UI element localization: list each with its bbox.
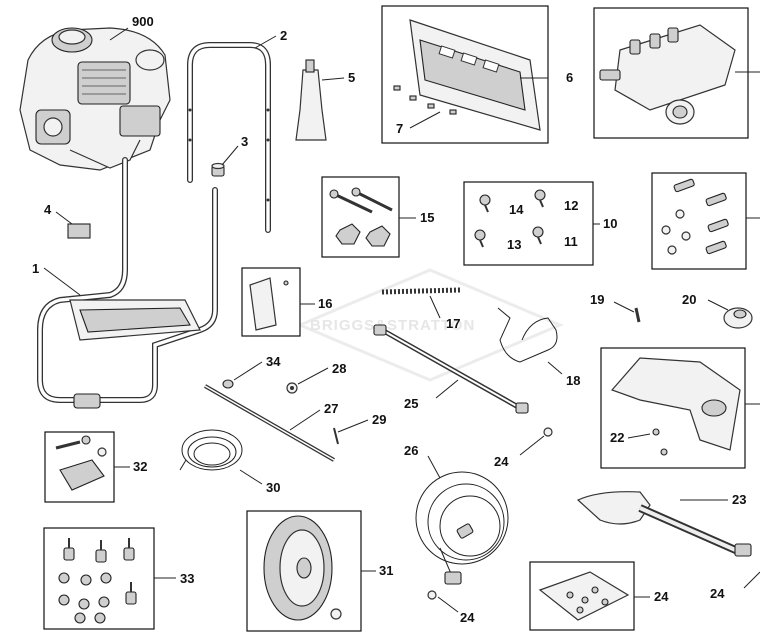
callout-15: 15 [420,210,434,225]
spray-gun-23 [576,491,752,557]
callout-13: 13 [507,237,521,252]
callout-19: 19 [590,292,604,307]
callout-29: 29 [372,412,386,427]
callout-900: 900 [132,14,154,29]
callout-20: 20 [682,292,696,307]
foot-32 [55,435,107,491]
box-15 [321,176,400,258]
callout-17: 17 [446,316,460,331]
nozzle-tips-24 [538,571,630,621]
watermark-logo: BRIGGS&STRATTON [296,268,564,382]
o-ring-24-wand [543,427,553,437]
callout-11: 11 [564,234,578,249]
callout-24-gun: 24 [710,586,725,601]
fasteners-kit [661,178,729,255]
pin-19 [634,307,641,323]
callout-1: 1 [32,261,39,276]
box-fasteners [651,172,747,270]
callout-27: 27 [324,401,338,416]
washer-28 [286,382,298,394]
frame-1 [37,157,218,409]
pump-assembly [599,24,736,125]
callout-26: 26 [404,443,418,458]
callout-7: 7 [396,121,403,136]
callout-2: 2 [280,28,287,43]
engine-900 [19,27,171,171]
watermark-text: BRIGGS&STRATTON [310,317,475,334]
wheel-31 [263,515,342,621]
bracket-22 [610,357,741,456]
callout-18: 18 [566,373,580,388]
callout-10: 10 [603,216,617,231]
callout-3: 3 [241,134,248,149]
callout-34: 34 [266,354,281,369]
hose-holder-18 [497,307,558,363]
cover-plate-16 [249,277,289,331]
callout-31: 31 [379,563,393,578]
callout-32: 32 [133,459,147,474]
callout-4: 4 [44,202,52,217]
callout-14: 14 [509,202,524,217]
handle-2 [187,42,271,233]
callout-16: 16 [318,296,332,311]
callout-24-hose: 24 [460,610,475,625]
callout-25: 25 [404,396,418,411]
decal-4 [67,223,91,239]
o-ring-24-hose [427,590,437,600]
box-10 [463,181,594,266]
callout-23: 23 [732,492,746,507]
cotter-pin-29 [333,427,339,445]
plug-3 [211,162,225,177]
screws-10 [474,189,546,248]
wand-25 [373,324,529,414]
grommet-34 [222,379,234,389]
callout-6: 6 [566,70,573,85]
siphon-hose-30 [179,429,243,471]
callout-33: 33 [180,571,194,586]
high-pressure-hose-26 [415,471,509,585]
bolts-knobs-15 [329,187,393,247]
control-panel-6 [393,19,541,131]
callout-12: 12 [564,198,578,213]
callout-5: 5 [348,70,355,85]
callout-22: 22 [610,430,624,445]
callout-30: 30 [266,480,280,495]
callout-28: 28 [332,361,346,376]
tie-strap-17 [381,287,461,295]
axle-27 [204,384,335,462]
mounts-nuts-33 [58,538,137,624]
oil-bottle-5 [295,59,327,141]
cap-20 [723,307,753,329]
callout-24-wand: 24 [494,454,509,469]
callout-24-tips: 24 [654,589,669,604]
